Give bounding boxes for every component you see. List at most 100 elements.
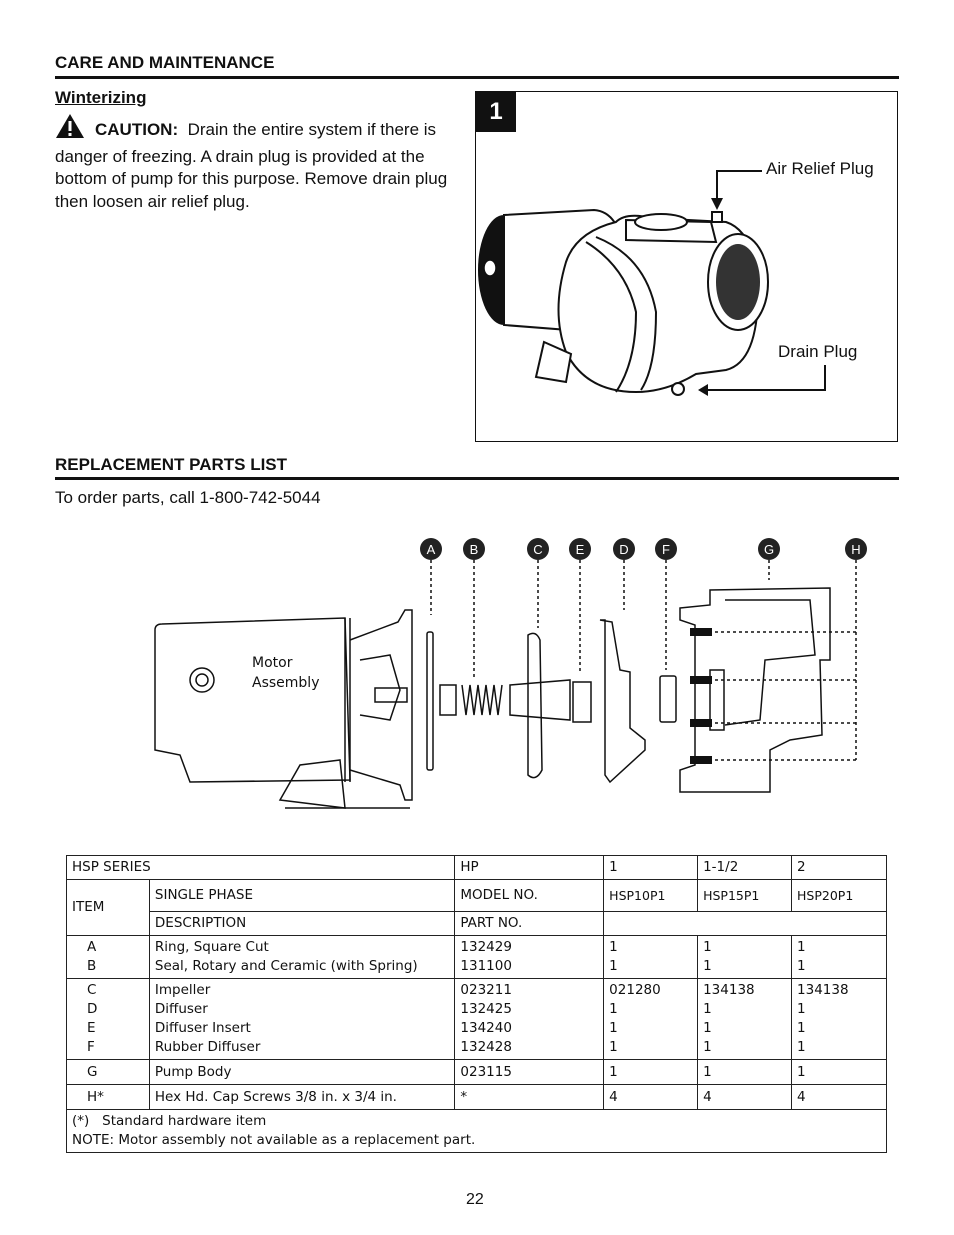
part-number: 023211 bbox=[460, 982, 512, 998]
model-number: HSP10P1 bbox=[603, 879, 699, 912]
quantity: 1 bbox=[797, 958, 806, 974]
caution-text: Drain the entire system if there is dang… bbox=[55, 120, 448, 211]
quantity: 1 bbox=[703, 1039, 712, 1055]
badge-d: D bbox=[613, 538, 635, 560]
quantity: 1 bbox=[703, 1001, 712, 1017]
item-letter: G bbox=[66, 1059, 150, 1085]
figure-1-frame: 1 Air Relief Plug Drain Plug bbox=[475, 91, 898, 442]
item-description: Diffuser bbox=[154, 1001, 208, 1017]
part-number: 134240 bbox=[460, 1020, 512, 1036]
model-number: HSP15P1 bbox=[697, 879, 793, 912]
quantity: 1 bbox=[703, 939, 712, 955]
badge-a: A bbox=[420, 538, 442, 560]
figure-1-number: 1 bbox=[476, 92, 516, 132]
hp-label: HP bbox=[454, 855, 605, 880]
care-heading-rule bbox=[55, 76, 899, 79]
item-description: Impeller bbox=[154, 982, 211, 998]
badge-b: B bbox=[463, 538, 485, 560]
motor-label-line-2: Assembly bbox=[252, 675, 320, 691]
table-row: HSP SERIES HP 1 1-1/2 2 bbox=[65, 855, 887, 880]
quantity: 1 bbox=[697, 1059, 793, 1085]
quantity: 1 bbox=[609, 1001, 618, 1017]
warning-icon bbox=[55, 113, 85, 146]
caution-label: CAUTION: bbox=[95, 120, 179, 139]
item-description: Rubber Diffuser bbox=[154, 1039, 261, 1055]
parts-heading-rule bbox=[55, 477, 899, 480]
quantity: 4 bbox=[697, 1084, 793, 1110]
item-letter: D bbox=[87, 1001, 98, 1017]
model-number: HSP20P1 bbox=[791, 879, 887, 912]
quantity: 1 bbox=[797, 939, 806, 955]
badge-g: G bbox=[758, 538, 780, 560]
description-label: DESCRIPTION bbox=[148, 911, 456, 936]
part-number: 023115 bbox=[454, 1059, 605, 1085]
badge-f: F bbox=[655, 538, 677, 560]
phase-label: SINGLE PHASE bbox=[148, 879, 456, 912]
footnote-standard-hardware: (*) Standard hardware item bbox=[72, 1113, 267, 1129]
item-letter: B bbox=[87, 958, 97, 974]
quantity: 4 bbox=[791, 1084, 887, 1110]
exploded-parts-diagram bbox=[154, 560, 857, 809]
motor-label-line-1: Motor bbox=[252, 655, 293, 671]
parts-heading: REPLACEMENT PARTS LIST bbox=[55, 455, 288, 474]
pump-illustration bbox=[478, 170, 826, 396]
parts-table: HSP SERIES HP 1 1-1/2 2 ITEM SINGLE PHAS… bbox=[65, 855, 887, 1153]
footnote-motor-note: NOTE: Motor assembly not available as a … bbox=[72, 1132, 476, 1148]
quantity: 1 bbox=[603, 1059, 699, 1085]
page-number: 22 bbox=[466, 1191, 484, 1208]
quantity: 1 bbox=[609, 958, 618, 974]
quantity: 1 bbox=[609, 1039, 618, 1055]
air-relief-plug-label: Air Relief Plug bbox=[766, 159, 874, 178]
item-description: Pump Body bbox=[148, 1059, 456, 1085]
item-description: Hex Hd. Cap Screws 3/8 in. x 3/4 in. bbox=[148, 1084, 456, 1110]
table-row: DESCRIPTION PART NO. bbox=[67, 911, 887, 936]
quantity: 1 bbox=[703, 1020, 712, 1036]
quantity: 134138 bbox=[703, 982, 755, 998]
item-letter: F bbox=[87, 1039, 95, 1055]
quantity: 134138 bbox=[797, 982, 849, 998]
series-label: HSP SERIES bbox=[65, 855, 456, 880]
quantity: 1 bbox=[797, 1020, 806, 1036]
badge-h: H bbox=[845, 538, 867, 560]
table-row: ITEM SINGLE PHASE MODEL NO. HSP10P1 HSP1… bbox=[66, 879, 887, 936]
item-description: Diffuser Insert bbox=[154, 1020, 251, 1036]
table-row: H* Hex Hd. Cap Screws 3/8 in. x 3/4 in. … bbox=[66, 1084, 887, 1110]
item-label: ITEM bbox=[66, 879, 150, 936]
motor-assembly-label: Motor Assembly bbox=[252, 653, 319, 693]
item-letter: A bbox=[87, 939, 97, 955]
item-letter: C bbox=[87, 982, 97, 998]
quantity: 021280 bbox=[609, 982, 661, 998]
model-label: MODEL NO. bbox=[454, 879, 605, 912]
item-letter: H* bbox=[66, 1084, 150, 1110]
part-number: 132429 bbox=[460, 939, 512, 955]
winterizing-subheading: Winterizing bbox=[55, 88, 147, 107]
care-heading: CARE AND MAINTENANCE bbox=[55, 53, 275, 72]
quantity: 4 bbox=[603, 1084, 699, 1110]
quantity: 1 bbox=[609, 939, 618, 955]
item-letter: E bbox=[87, 1020, 96, 1036]
table-row: G Pump Body 023115 1 1 1 bbox=[66, 1059, 887, 1085]
part-number: 131100 bbox=[460, 958, 512, 974]
badge-c: C bbox=[527, 538, 549, 560]
hp-value: 1 bbox=[603, 855, 699, 880]
item-description: Seal, Rotary and Ceramic (with Spring) bbox=[154, 958, 418, 974]
drain-plug-label: Drain Plug bbox=[778, 342, 858, 361]
order-parts-text: To order parts, call 1-800-742-5044 bbox=[55, 488, 321, 507]
quantity: 1 bbox=[791, 1059, 887, 1085]
badge-e: E bbox=[569, 538, 591, 560]
caution-paragraph: CAUTION: Drain the entire system if ther… bbox=[55, 113, 455, 213]
part-number: 132428 bbox=[460, 1039, 512, 1055]
quantity: 1 bbox=[703, 958, 712, 974]
hp-value: 2 bbox=[791, 855, 887, 880]
quantity: 1 bbox=[797, 1001, 806, 1017]
part-number: 132425 bbox=[460, 1001, 512, 1017]
part-number: * bbox=[454, 1084, 605, 1110]
item-description: Ring, Square Cut bbox=[154, 939, 269, 955]
hp-value: 1-1/2 bbox=[697, 855, 793, 880]
quantity: 1 bbox=[797, 1039, 806, 1055]
quantity: 1 bbox=[609, 1020, 618, 1036]
part-label: PART NO. bbox=[454, 911, 605, 936]
